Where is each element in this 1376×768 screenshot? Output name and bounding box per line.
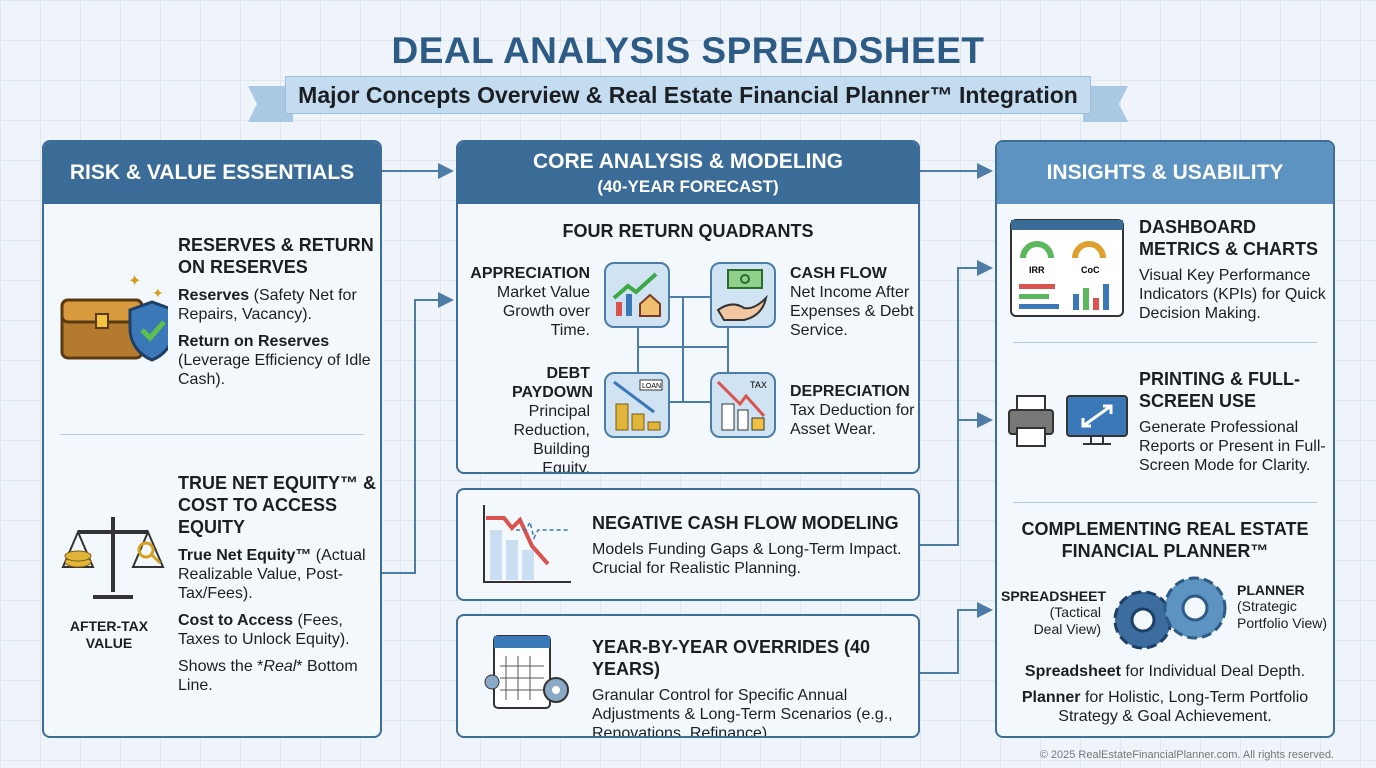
quadrant-text-appreciation: Market Value Growth over Time. [496, 284, 590, 339]
svg-text:LOAN: LOAN [642, 383, 661, 390]
panel-header: RISK & VALUE ESSENTIALS [44, 142, 380, 204]
true-net-equity-term: True Net Equity™ [178, 547, 312, 564]
return-on-reserves-desc: (Leverage Efficiency of Idle Cash). [178, 352, 371, 388]
divider [1013, 502, 1317, 503]
quadrant-title-depreciation: DEPRECIATION [790, 383, 910, 400]
printing-text: Generate Professional Reports or Present… [1139, 419, 1326, 474]
calendar-gear-icon [484, 635, 569, 709]
panel-header: INSIGHTS & USABILITY [997, 142, 1333, 204]
reserves-heading: RESERVES & RETURN ON RESERVES [178, 235, 374, 277]
quadrants-title: FOUR RETURN QUADRANTS [562, 221, 814, 241]
overrides-panel: YEAR-BY-YEAR OVERRIDES (40 YEARS) Granul… [456, 614, 920, 738]
svg-text:✦: ✦ [128, 273, 141, 290]
overrides-title: YEAR-BY-YEAR OVERRIDES (40 YEARS) [592, 637, 871, 679]
core-analysis-panel: CORE ANALYSIS & MODELING(40-YEAR FORECAS… [456, 140, 920, 474]
page-title: DEAL ANALYSIS SPREADSHEET [391, 30, 985, 71]
copyright-footer: © 2025 RealEstateFinancialPlanner.com. A… [1039, 749, 1334, 761]
dashboard-icon: IRR CoC [1010, 219, 1124, 317]
gears-icon [1113, 576, 1227, 650]
quadrant-text-cash-flow: Net Income After Expenses & Debt Service… [790, 284, 914, 339]
svg-text:TAX: TAX [750, 380, 767, 390]
quadrant-title-cash-flow: CASH FLOW [790, 265, 887, 282]
equity-heading: TRUE NET EQUITY™ & COST TO ACCESS EQUITY [178, 473, 377, 537]
balance-scale-icon [61, 517, 165, 599]
spreadsheet-label: SPREADSHEET [1001, 588, 1107, 604]
divider [1013, 342, 1317, 343]
spreadsheet-purpose: Spreadsheet for Individual Deal Depth. [1024, 663, 1306, 680]
dashboard-text: Visual Key Performance Indicators (KPIs)… [1139, 267, 1326, 322]
printing-title: PRINTING & FULL-SCREEN USE [1139, 369, 1300, 411]
quadrant-title-debt-paydown: DEBT PAYDOWN [512, 365, 593, 401]
spreadsheet-sub: (Tactical Deal View) [1033, 604, 1101, 637]
printer-monitor-icon [1008, 395, 1128, 447]
true-net-equity-desc: (Actual Realizable Value, Post-Tax/Fees)… [178, 547, 366, 602]
complement-title: COMPLEMENTING REAL ESTATE FINANCIAL PLAN… [1021, 519, 1309, 561]
overrides-text: Granular Control for Specific Annual Adj… [592, 687, 893, 738]
panel-header: CORE ANALYSIS & MODELING [533, 150, 843, 174]
reserves-desc: (Safety Net for Repairs, Vacancy). [178, 287, 357, 323]
negative-cash-flow-title: NEGATIVE CASH FLOW MODELING [592, 513, 899, 533]
subtitle-ribbon: Major Concepts Overview & Real Estate Fi… [285, 76, 1091, 114]
cost-to-access-term: Cost to Access [178, 612, 293, 629]
svg-text:CoC: CoC [1081, 265, 1100, 275]
after-tax-label: AFTER-TAX VALUE [69, 618, 149, 651]
depreciation-icon: TAX [710, 372, 776, 438]
planner-label: PLANNER [1237, 582, 1305, 598]
treasure-chest-shield-icon: ✦✦ [60, 273, 168, 362]
svg-text:✦: ✦ [152, 285, 164, 301]
risk-value-panel: RISK & VALUE ESSENTIALS ✦✦ RESERVES & RE… [42, 140, 382, 738]
return-on-reserves-term: Return on Reserves [178, 333, 330, 350]
planner-sub: (Strategic Portfolio View) [1237, 598, 1328, 631]
appreciation-icon [604, 262, 670, 328]
reserves-term: Reserves [178, 287, 250, 304]
quadrant-text-debt-paydown: Principal Reduction, Building Equity. [513, 403, 591, 474]
quadrant-text-depreciation: Tax Deduction for Asset Wear. [790, 402, 915, 438]
bottom-line-text: Shows the *Real* Bottom Line. [178, 658, 358, 694]
dashboard-title: DASHBOARD METRICS & CHARTS [1139, 217, 1318, 259]
panel-header-sub: (40-YEAR FORECAST) [597, 176, 779, 196]
svg-text:IRR: IRR [1029, 265, 1045, 275]
divider [60, 434, 364, 435]
planner-purpose: Planner for Holistic, Long-Term Portfoli… [1021, 689, 1309, 725]
negative-cash-flow-panel: NEGATIVE CASH FLOW MODELING Models Fundi… [456, 488, 920, 601]
debt-paydown-icon: LOAN [604, 372, 670, 438]
quadrant-connectors [637, 296, 729, 403]
declining-chart-icon [483, 505, 571, 583]
quadrant-title-appreciation: APPRECIATION [470, 265, 590, 282]
cash-flow-icon [710, 262, 776, 328]
insights-panel: INSIGHTS & USABILITY IRR CoC DASHBOARD M… [995, 140, 1335, 738]
cost-to-access-desc: (Fees, Taxes to Unlock Equity). [178, 612, 350, 648]
negative-cash-flow-text: Models Funding Gaps & Long-Term Impact. … [592, 541, 902, 577]
